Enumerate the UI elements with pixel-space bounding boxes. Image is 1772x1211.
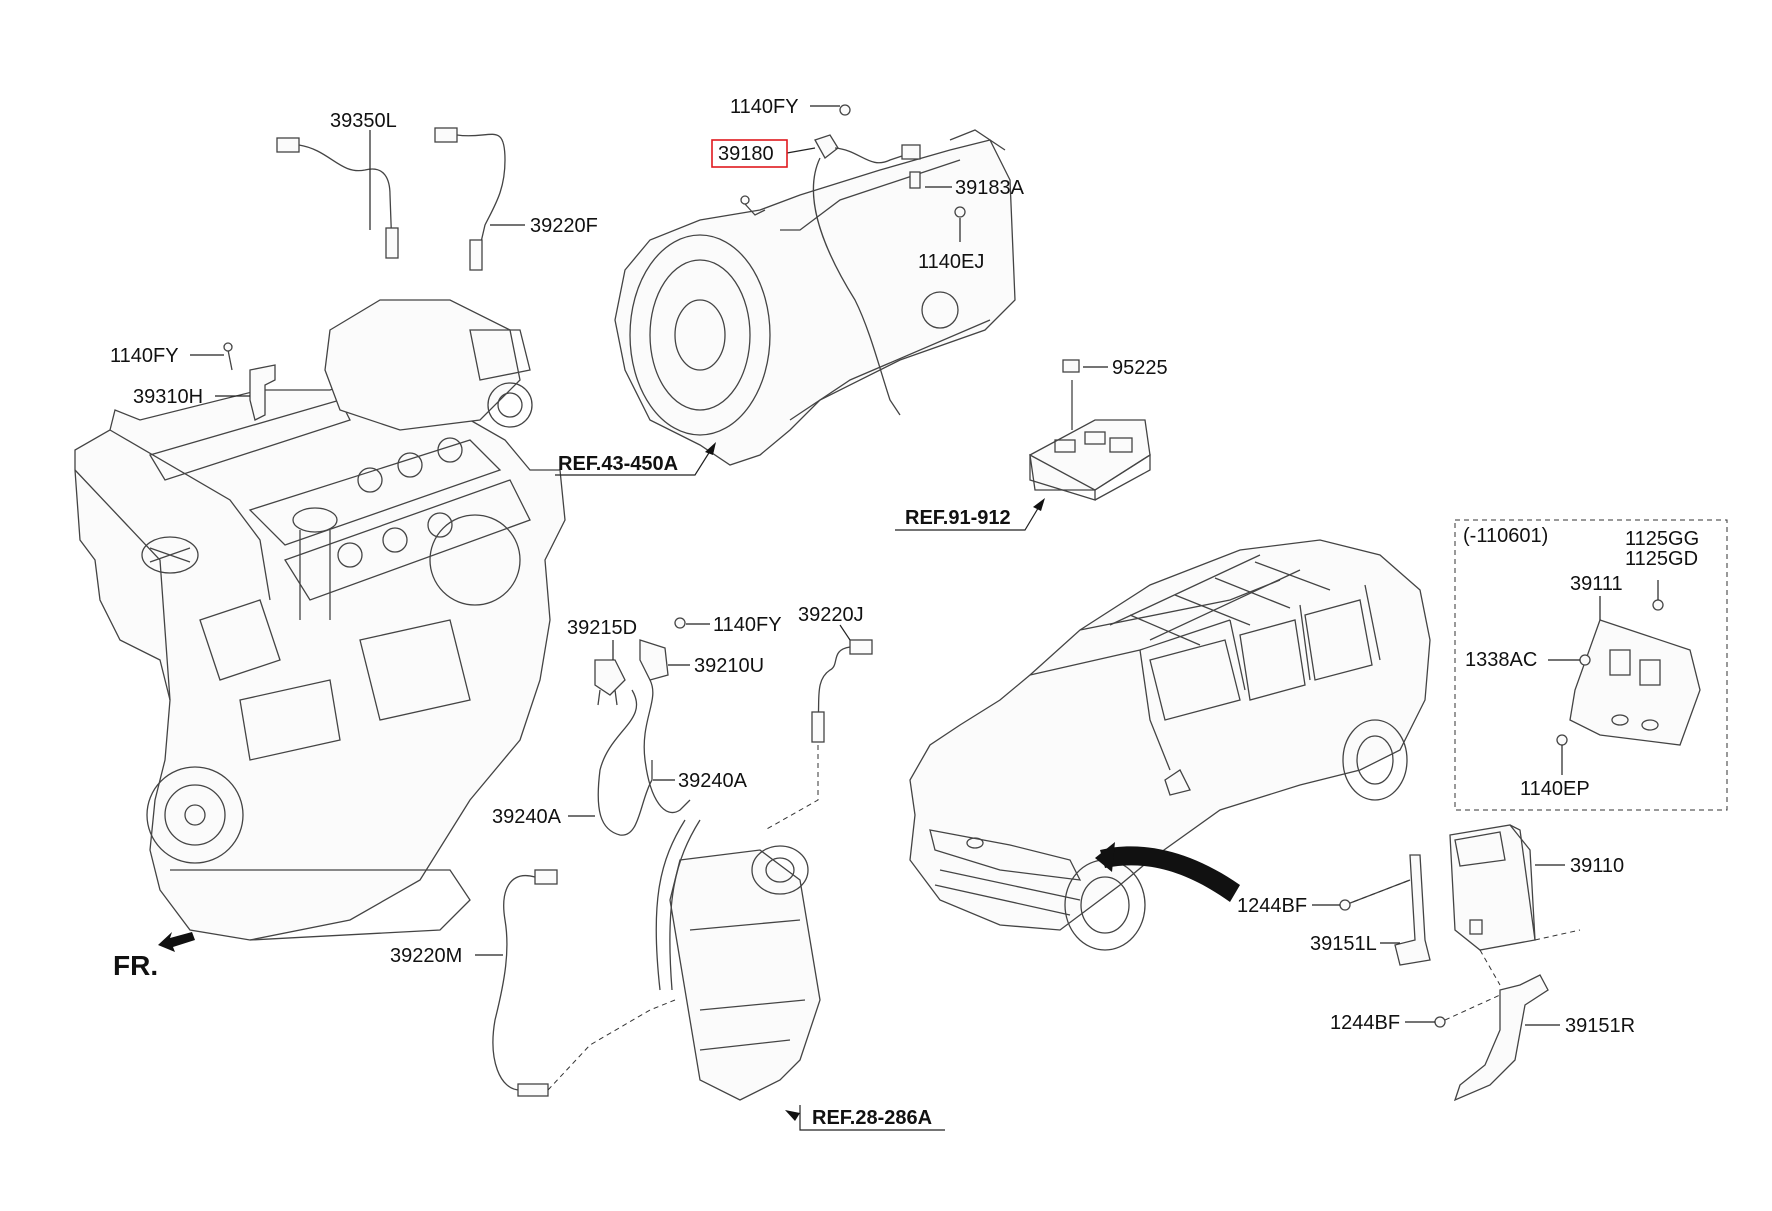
label-39180: 39180 — [718, 143, 774, 165]
label-1140FY-mid: 1140FY — [713, 614, 782, 636]
engine-block-drawing — [74, 299, 566, 941]
variant-box-110601 — [1454, 519, 1728, 811]
catalytic-converter-drawing — [655, 819, 821, 1101]
label-39240A-upper: 39240A — [678, 770, 748, 792]
label-39151L: 39151L — [1310, 933, 1377, 955]
bolt-1140EJ — [954, 206, 966, 218]
label-1140EP: 1140EP — [1520, 778, 1590, 800]
label-1140EJ: 1140EJ — [918, 251, 984, 273]
highlight-box-39180 — [711, 139, 788, 168]
bracket-39151R — [1453, 974, 1549, 1102]
label-1125GG: 1125GG — [1625, 528, 1699, 550]
bolt-1140FY-top — [839, 104, 851, 116]
front-direction-arrow-icon — [158, 932, 195, 952]
label-1140FY-trans: 1140FY — [730, 96, 799, 118]
label-39210U: 39210U — [694, 655, 764, 677]
label-39220M: 39220M — [390, 945, 462, 967]
label-39183A: 39183A — [955, 177, 1025, 199]
suv-vehicle-drawing — [909, 539, 1431, 951]
label-39240A-lower: 39240A — [492, 806, 562, 828]
label-39215D: 39215D — [567, 617, 637, 639]
fuse-box-drawing — [1029, 359, 1151, 501]
bracket-39111 — [1569, 619, 1701, 746]
oxygen-sensor-39220M — [492, 869, 558, 1097]
pressure-sensor-39215D — [594, 659, 626, 706]
location-arrow-icon — [1100, 846, 1240, 902]
cam-sensor-39310H — [223, 342, 276, 421]
ref-43-450A: REF.43-450A — [558, 453, 678, 475]
label-39350L: 39350L — [330, 110, 397, 132]
hoses-39240A — [597, 679, 691, 836]
ecu-module-drawing — [1449, 824, 1536, 951]
label-39151R: 39151R — [1565, 1015, 1635, 1037]
oxygen-sensor-39220J — [811, 639, 873, 743]
label-95225: 95225 — [1112, 357, 1168, 379]
label-1244BF-lower: 1244BF — [1330, 1012, 1400, 1034]
ref-91-912: REF.91-912 — [905, 507, 1011, 529]
label-39110: 39110 — [1570, 855, 1624, 877]
screw-1244BF-lower — [1434, 1016, 1446, 1028]
label-39111: 39111 — [1570, 573, 1623, 595]
label-110601: (-110601) — [1463, 525, 1548, 547]
label-39310H: 39310H — [133, 386, 203, 408]
label-39220J: 39220J — [798, 604, 864, 626]
oxygen-sensor-39220F — [434, 127, 506, 271]
label-1125GD: 1125GD — [1625, 548, 1698, 570]
bolt-1125GG — [1652, 599, 1664, 611]
speed-sensor-39180 — [740, 134, 921, 416]
label-39220F: 39220F — [530, 215, 598, 237]
ref-28-286A: REF.28-286A — [812, 1107, 932, 1129]
bracket-39151L — [1394, 854, 1431, 966]
oxygen-sensor-39350L — [276, 137, 399, 259]
bracket-39183A — [909, 171, 921, 189]
label-1244BF-upper: 1244BF — [1237, 895, 1307, 917]
bolt-1338AC — [1579, 654, 1591, 666]
label-1140FY-engine: 1140FY — [110, 345, 179, 367]
transmission-drawing — [614, 129, 1016, 466]
front-marker: FR. — [113, 950, 158, 981]
sensor-39210U — [639, 639, 669, 681]
bolt-1140FY-mid — [674, 617, 686, 629]
label-1338AC: 1338AC — [1465, 649, 1537, 671]
bolt-1140EP — [1556, 734, 1568, 746]
